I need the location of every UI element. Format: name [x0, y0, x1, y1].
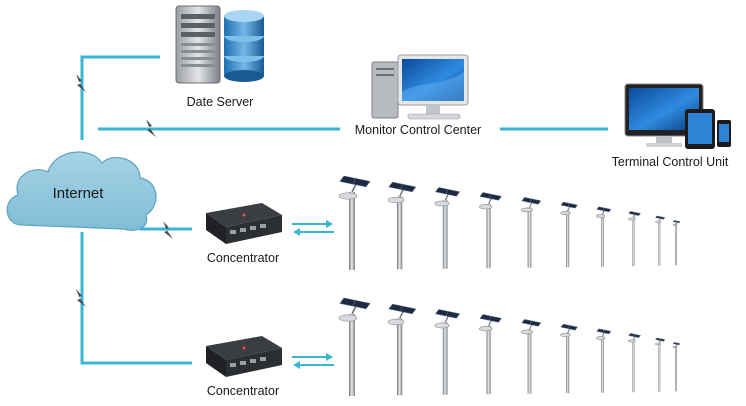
- monitor-center-label: Monitor Control Center: [355, 123, 481, 137]
- solar-street-light-icon: [338, 297, 371, 396]
- concentrator-1-label: Concentrator: [207, 251, 279, 265]
- connection-lines: [80, 55, 608, 365]
- computer-icon: [371, 54, 469, 120]
- street-light-row-2: [338, 297, 681, 396]
- cloud-icon: [6, 151, 157, 231]
- solar-street-light-icon: [434, 309, 461, 395]
- solar-street-light-icon: [387, 303, 417, 396]
- data-server-label: Date Server: [187, 95, 254, 109]
- solar-street-light-icon: [434, 187, 461, 269]
- solar-street-light-icon: [521, 197, 542, 268]
- solar-street-light-icon: [655, 337, 666, 392]
- solar-street-light-icon: [672, 220, 681, 266]
- solar-street-light-icon: [672, 342, 681, 392]
- link-internet-server: [80, 55, 160, 140]
- lightning-icon: [76, 289, 86, 307]
- server-icon: [175, 5, 264, 84]
- solar-street-light-icon: [479, 314, 502, 395]
- solar-street-light-icon: [628, 333, 641, 393]
- solar-street-light-icon: [338, 175, 371, 270]
- solar-street-light-icon: [655, 215, 666, 266]
- terminal-unit-label: Terminal Control Unit: [612, 155, 729, 169]
- internet-label: Internet: [53, 185, 105, 202]
- solar-street-light-icon: [560, 323, 578, 394]
- solar-street-light-icon: [387, 181, 417, 270]
- solar-street-light-icon: [560, 201, 578, 268]
- lightning-icon: [76, 74, 86, 92]
- database-icon: [224, 10, 264, 82]
- solar-street-light-icon: [521, 319, 542, 394]
- exchange-arrows-1: [292, 220, 334, 236]
- concentrator-2-label: Concentrator: [207, 384, 279, 398]
- concentrator-device-icon: [206, 336, 282, 377]
- lightning-icon: [163, 221, 173, 239]
- devices-icon: [624, 83, 731, 149]
- solar-street-light-icon: [596, 328, 612, 393]
- exchange-arrows-2: [292, 353, 334, 369]
- wireless-symbols: [76, 74, 173, 307]
- street-light-row-1: [338, 175, 681, 270]
- solar-street-light-icon: [596, 206, 612, 267]
- solar-street-light-icon: [479, 192, 502, 269]
- lightning-icon: [146, 119, 156, 137]
- link-internet-concentrator-2: [80, 232, 192, 365]
- concentrator-device-icon: [206, 203, 282, 244]
- solar-street-light-icon: [628, 211, 641, 267]
- tablet-icon: [685, 109, 715, 149]
- phone-icon: [717, 120, 731, 147]
